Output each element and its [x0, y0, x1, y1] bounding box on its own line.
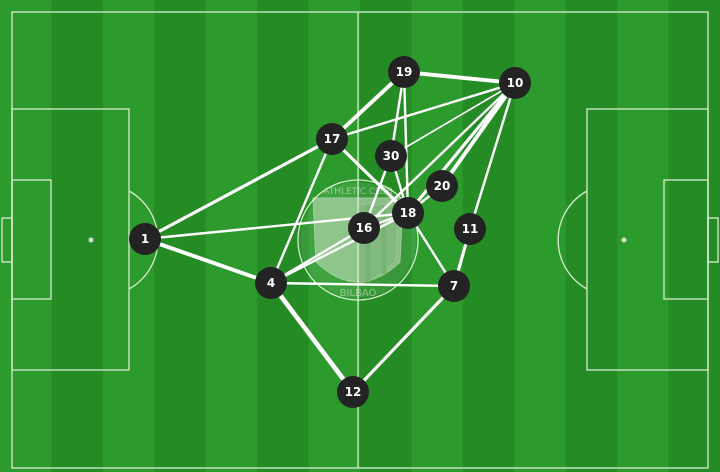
pass-link-p17-p10	[330, 81, 517, 141]
pass-link-p4-p7	[269, 281, 456, 288]
player-number: 16	[356, 221, 373, 235]
player-node-11[interactable]: 11	[454, 213, 486, 245]
grass-stripe	[565, 0, 618, 472]
player-number: 30	[383, 149, 400, 163]
player-marker	[129, 223, 161, 255]
player-number: 1	[141, 232, 149, 246]
centre-circle	[297, 179, 419, 301]
pass-link-p20-p10	[440, 81, 517, 188]
player-node-10[interactable]: 10	[499, 67, 531, 99]
player-marker	[255, 267, 287, 299]
right-penalty-arc	[557, 190, 588, 290]
left-goal	[1, 217, 13, 263]
pass-link-p18-p10	[406, 81, 517, 215]
player-marker	[499, 67, 531, 99]
pass-link-p4-p18	[269, 211, 410, 285]
player-marker	[316, 123, 348, 155]
grass-stripe	[617, 0, 670, 472]
player-marker	[454, 213, 486, 245]
grass-stripe	[668, 0, 720, 472]
player-node-18[interactable]: 18	[392, 197, 424, 229]
pass-link-p1-p17	[143, 137, 334, 241]
grass-stripe	[205, 0, 258, 472]
pass-link-p18-p19	[402, 70, 410, 215]
right-penalty-spot	[621, 237, 627, 243]
player-marker	[392, 197, 424, 229]
player-marker	[348, 212, 380, 244]
player-node-30[interactable]: 30	[375, 140, 407, 172]
player-marker	[388, 56, 420, 88]
pass-link-p19-p10	[402, 70, 517, 85]
player-number: 10	[507, 76, 524, 90]
pass-link-p11-p10	[468, 81, 517, 231]
player-number: 4	[267, 276, 275, 290]
player-node-7[interactable]: 7	[438, 270, 470, 302]
player-node-12[interactable]: 12	[337, 376, 369, 408]
player-number: 17	[324, 132, 341, 146]
pass-link-p16-p10	[362, 81, 517, 230]
player-node-16[interactable]: 16	[348, 212, 380, 244]
pass-link-p18-p17	[330, 137, 410, 215]
pass-link-p12-p7	[351, 284, 456, 394]
player-marker	[375, 140, 407, 172]
right-goal	[707, 217, 719, 263]
player-number: 20	[434, 179, 451, 193]
grass-stripe	[0, 0, 52, 472]
pass-link-p4-p17	[269, 137, 334, 285]
player-marker	[426, 170, 458, 202]
pass-link-p30-p10	[390, 82, 516, 157]
player-node-20[interactable]: 20	[426, 170, 458, 202]
grass-stripe	[51, 0, 104, 472]
player-nodes: 1 4 12 7 11 16 18 20	[129, 56, 531, 408]
player-number: 18	[400, 206, 417, 220]
player-node-4[interactable]: 4	[255, 267, 287, 299]
player-marker	[438, 270, 470, 302]
player-number: 7	[450, 279, 458, 293]
player-number: 11	[462, 222, 479, 236]
crest-lettering-top: ATHLETIC CLUB	[323, 187, 392, 197]
player-number: 19	[396, 65, 413, 79]
player-number: 12	[345, 385, 362, 399]
left-penalty-spot	[88, 237, 94, 243]
crest-lettering-bottom: BILBAO	[340, 288, 377, 299]
player-node-19[interactable]: 19	[388, 56, 420, 88]
player-marker	[337, 376, 369, 408]
player-node-1[interactable]: 1	[129, 223, 161, 255]
pass-link-p4-p12	[268, 280, 356, 395]
player-node-17[interactable]: 17	[316, 123, 348, 155]
pass-link-p17-p19	[330, 70, 406, 141]
grass-stripe	[257, 0, 310, 472]
pass-link-p1-p4	[143, 237, 273, 285]
